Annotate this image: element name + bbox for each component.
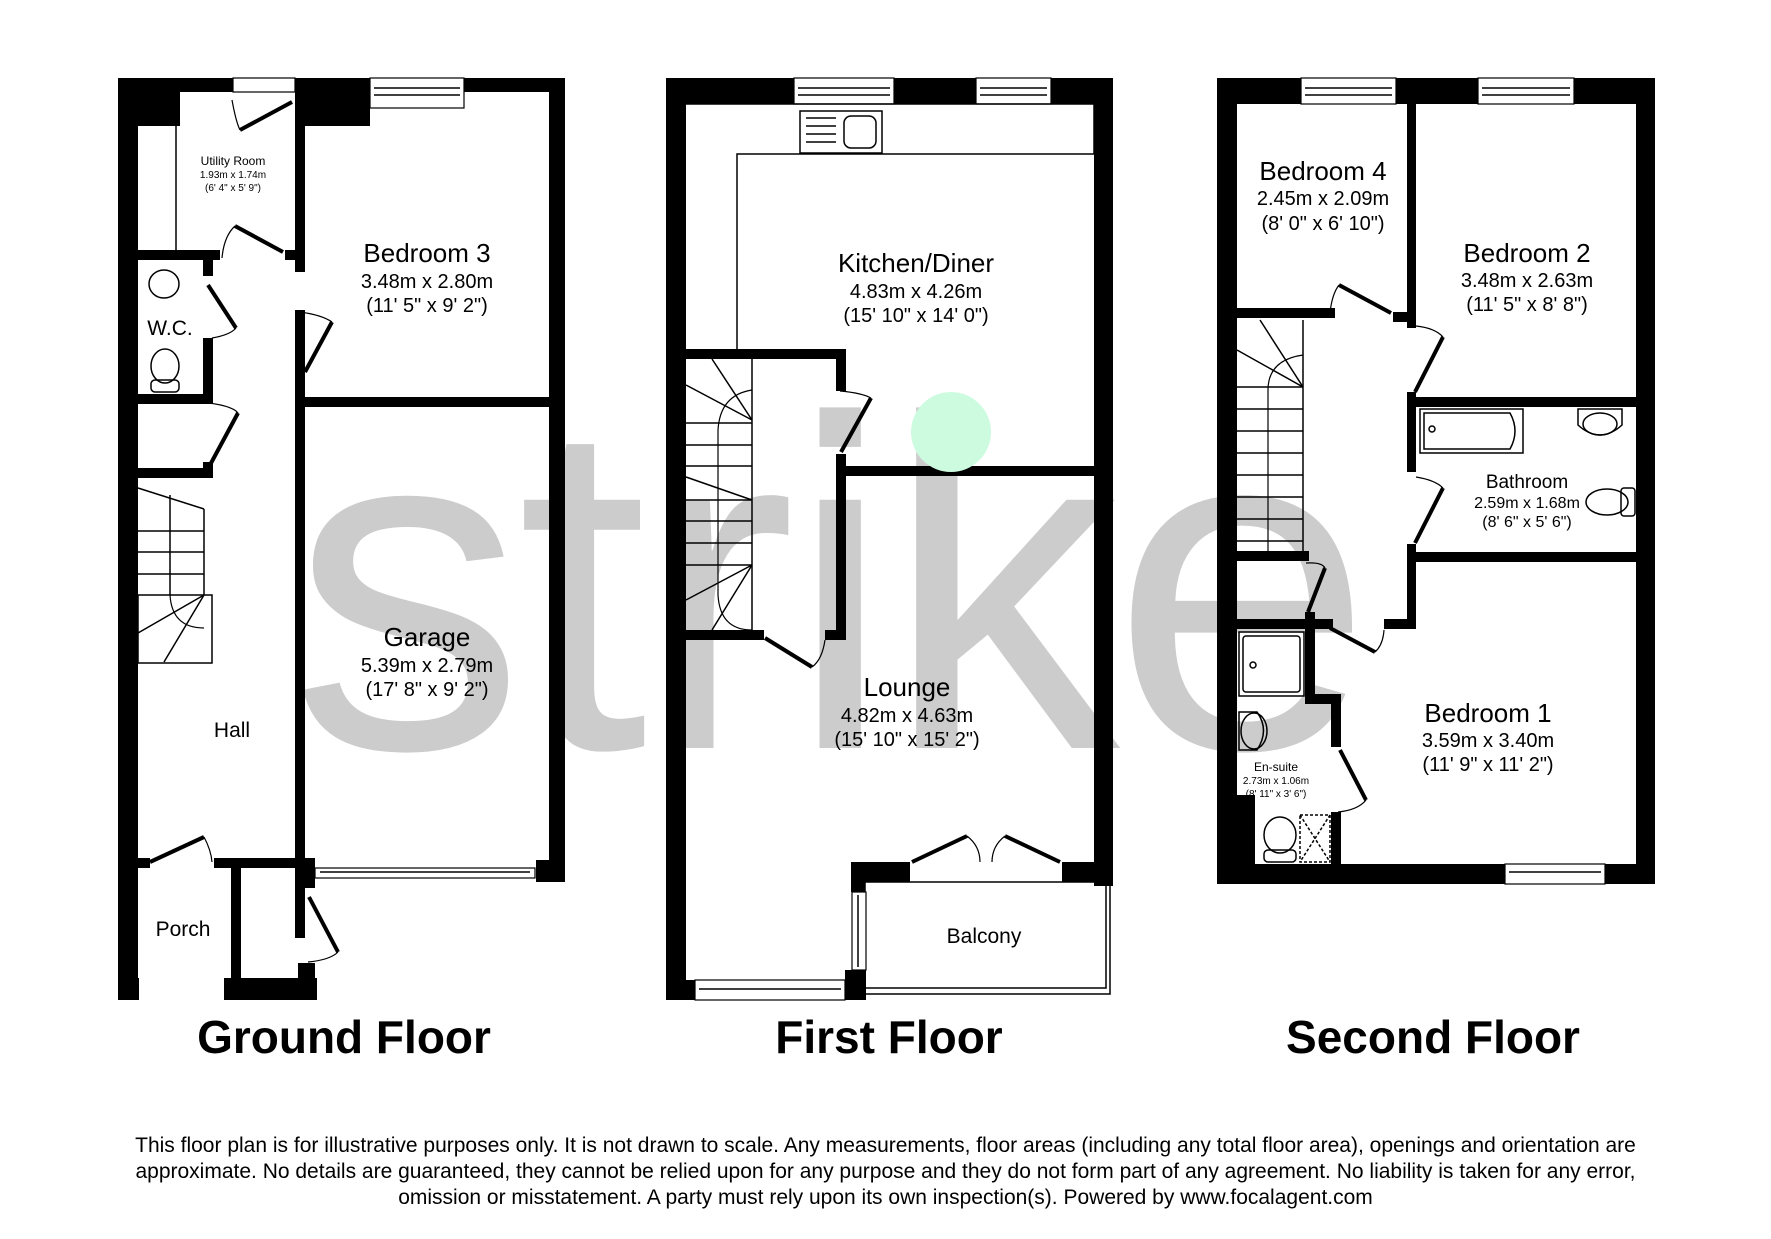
svg-text:2.45m x 2.09m: 2.45m x 2.09m	[1257, 188, 1389, 210]
svg-text:(17' 8" x 9' 2"): (17' 8" x 9' 2")	[366, 679, 489, 701]
watermark-text: strike	[290, 323, 1365, 848]
disclaimer-line: omission or misstatement. A party must r…	[398, 1186, 1373, 1209]
svg-text:2.73m x 1.06m: 2.73m x 1.06m	[1243, 776, 1309, 787]
disclaimer: This floor plan is for illustrative purp…	[30, 1133, 1741, 1211]
svg-text:4.82m x 4.63m: 4.82m x 4.63m	[841, 705, 973, 727]
floor-title-second: Second Floor	[1286, 1011, 1580, 1063]
disclaimer-line: This floor plan is for illustrative purp…	[135, 1134, 1636, 1157]
room-label-utility-room: Utility Room	[201, 154, 266, 168]
room-label-bedroom-1: Bedroom 1	[1424, 698, 1551, 728]
staircase	[685, 358, 753, 631]
floor-title-first: First Floor	[775, 1011, 1003, 1063]
room-label-bedroom-4: Bedroom 4	[1259, 156, 1386, 186]
room-label-garage: Garage	[384, 622, 471, 652]
svg-text:(8' 6" x 5' 6"): (8' 6" x 5' 6")	[1482, 514, 1572, 531]
svg-text:3.59m x 3.40m: 3.59m x 3.40m	[1422, 730, 1554, 752]
window	[369, 77, 465, 109]
svg-text:1.93m x 1.74m: 1.93m x 1.74m	[200, 170, 266, 181]
room-label-bedroom-2: Bedroom 2	[1463, 238, 1590, 268]
location-marker-dot	[911, 392, 991, 472]
room-label-bathroom: Bathroom	[1486, 472, 1568, 493]
svg-text:(15' 10" x 14' 0"): (15' 10" x 14' 0")	[843, 305, 988, 327]
room-label-wc: W.C.	[147, 317, 193, 340]
room-label-bedroom-3: Bedroom 3	[363, 238, 490, 268]
room-label-porch: Porch	[156, 918, 211, 941]
room-label-lounge: Lounge	[864, 672, 951, 702]
room-label-kitchen-diner: Kitchen/Diner	[838, 248, 994, 278]
disclaimer-line: approximate. No details are guaranteed, …	[135, 1160, 1636, 1183]
staircase	[1236, 319, 1304, 555]
svg-text:(11' 5" x 8' 8"): (11' 5" x 8' 8")	[1466, 294, 1588, 316]
staircase	[137, 487, 213, 664]
svg-text:(6' 4" x 5' 9"): (6' 4" x 5' 9")	[205, 183, 261, 194]
first-floor-plan: Kitchen/Diner 4.83m x 4.26m (15' 10" x 1…	[666, 77, 1113, 1063]
svg-text:(8' 0" x 6' 10"): (8' 0" x 6' 10")	[1262, 213, 1385, 235]
door	[239, 100, 293, 132]
svg-text:(11' 9" x 11' 2"): (11' 9" x 11' 2")	[1422, 754, 1553, 776]
svg-text:5.39m x 2.79m: 5.39m x 2.79m	[361, 655, 493, 677]
svg-text:(8' 11" x 3' 6"): (8' 11" x 3' 6")	[1246, 789, 1307, 800]
room-label-hall: Hall	[214, 719, 250, 742]
room-label-balcony: Balcony	[947, 925, 1022, 948]
svg-text:2.59m x 1.68m: 2.59m x 1.68m	[1474, 495, 1580, 512]
svg-text:(11' 5" x 9' 2"): (11' 5" x 9' 2")	[366, 295, 488, 317]
second-floor-plan: Bedroom 4 2.45m x 2.09m (8' 0" x 6' 10")…	[1217, 77, 1655, 1063]
svg-text:3.48m x 2.63m: 3.48m x 2.63m	[1461, 270, 1593, 292]
floor-title-ground: Ground Floor	[197, 1011, 491, 1063]
ground-floor-plan: Utility Room 1.93m x 1.74m (6' 4" x 5' 9…	[118, 77, 565, 1063]
wall	[118, 78, 138, 1000]
svg-text:(15' 10" x 15' 2"): (15' 10" x 15' 2")	[834, 729, 979, 751]
svg-text:3.48m x 2.80m: 3.48m x 2.80m	[361, 271, 493, 293]
room-label-en-suite: En-suite	[1254, 760, 1298, 774]
svg-text:4.83m x 4.26m: 4.83m x 4.26m	[850, 281, 982, 303]
